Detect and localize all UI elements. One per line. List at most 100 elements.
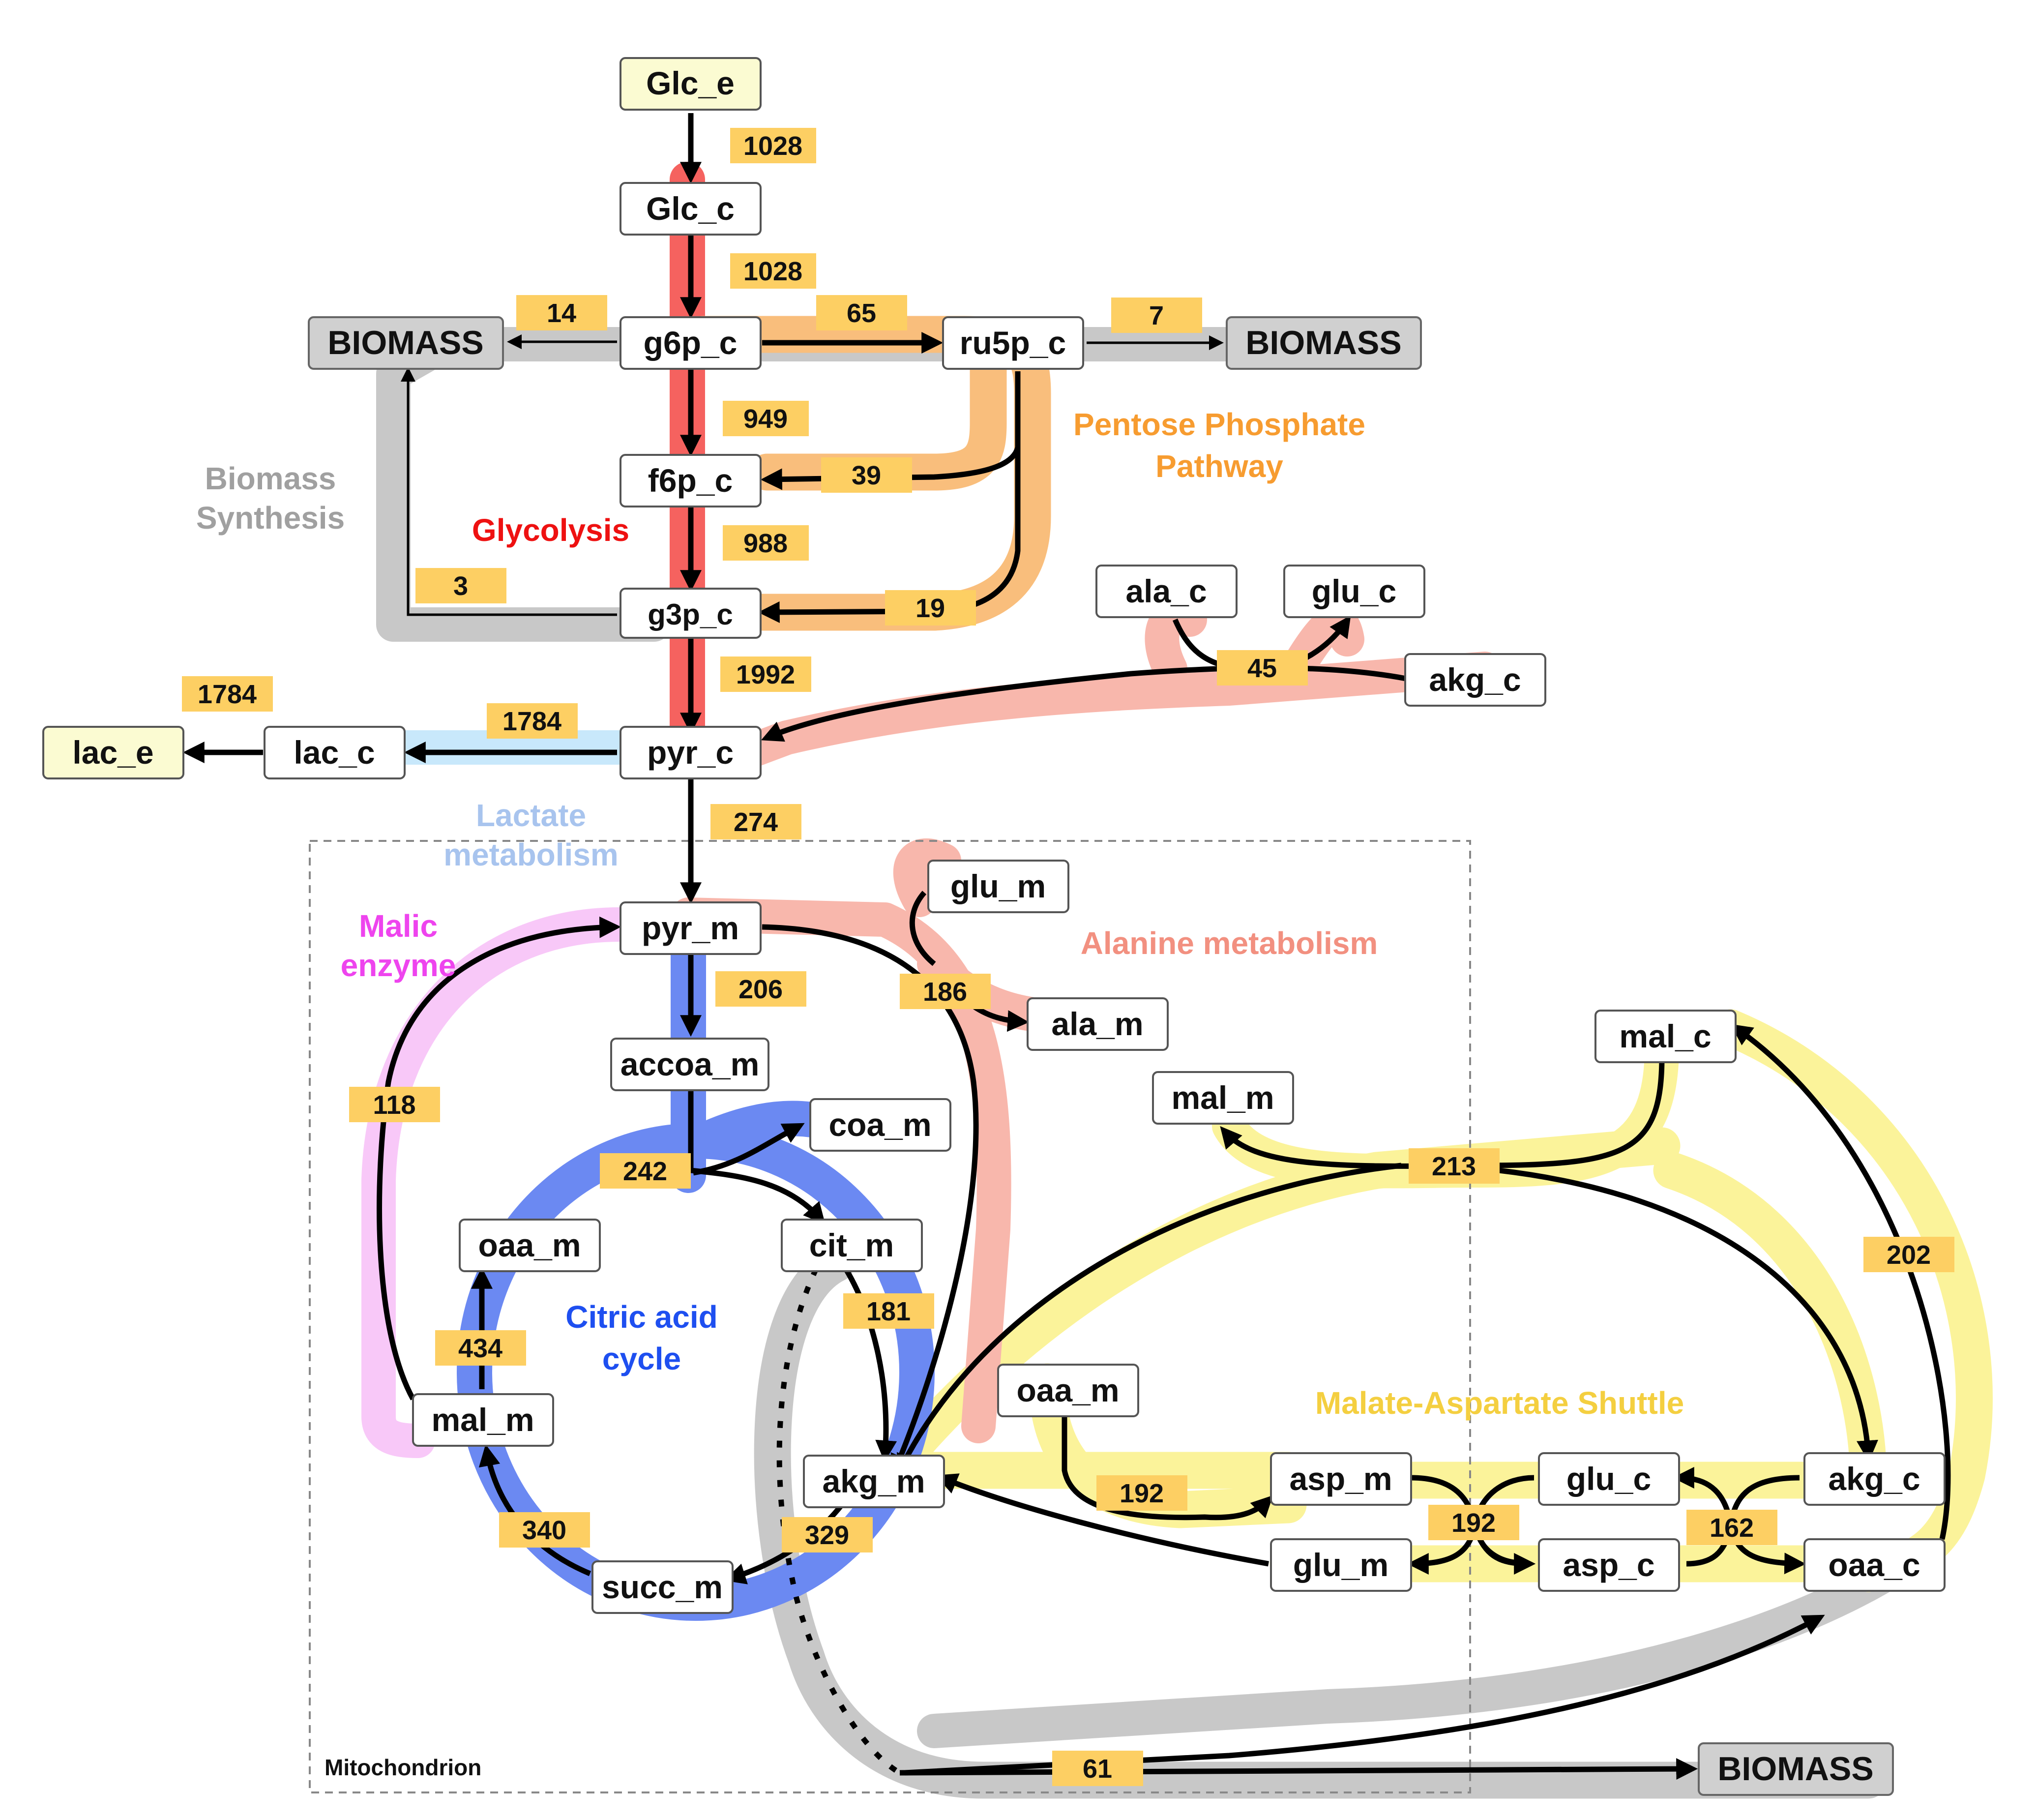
node-glu-m-bottom: glu_m [1270, 1538, 1412, 1592]
svg-text:lac_c: lac_c [294, 734, 375, 771]
svg-text:ru5p_c: ru5p_c [960, 325, 1066, 361]
label-malic-2: enzyme [341, 948, 456, 983]
arrow-g3p-biomass [401, 367, 617, 616]
flux-akgdh: 329 [782, 1517, 873, 1552]
node-pyr-m: pyr_m [620, 901, 762, 955]
flux-lac-export: 1784 [182, 676, 273, 712]
label-tca-2: cycle [602, 1341, 681, 1376]
node-ru5p-c: ru5p_c [942, 316, 1084, 370]
svg-text:186: 186 [923, 977, 967, 1007]
label-lactate-1: Lactate [476, 798, 586, 833]
svg-text:162: 162 [1710, 1513, 1754, 1543]
svg-text:65: 65 [847, 298, 876, 328]
svg-text:1992: 1992 [736, 660, 795, 689]
node-mal-c: mal_c [1594, 1010, 1737, 1063]
flux-aat-m: 192 [1096, 1475, 1187, 1511]
arrow-cit-dotted [776, 1267, 901, 1775]
flux-pdh: 206 [715, 971, 806, 1007]
svg-text:accoa_m: accoa_m [620, 1046, 760, 1082]
svg-text:oaa_m: oaa_m [1016, 1372, 1119, 1408]
node-oaa-m-left: oaa_m [459, 1219, 601, 1272]
svg-text:118: 118 [373, 1090, 415, 1120]
svg-text:akg_c: akg_c [1429, 661, 1521, 698]
svg-text:1028: 1028 [743, 257, 802, 286]
node-biomass-left: BIOMASS [308, 316, 504, 370]
svg-text:succ_m: succ_m [602, 1569, 723, 1605]
node-pyr-c: pyr_c [620, 726, 762, 779]
flux-labels: 1028 1028 14 65 7 949 39 988 3 19 1992 4… [182, 128, 1954, 1786]
svg-text:192: 192 [1451, 1508, 1496, 1538]
arrow-aat-c [1730, 1024, 1951, 1540]
label-glycolysis: Glycolysis [472, 512, 629, 548]
svg-text:14: 14 [547, 298, 576, 328]
svg-text:BIOMASS: BIOMASS [1245, 324, 1401, 361]
arrow-cs-coa [693, 1123, 805, 1176]
node-asp-m: asp_m [1270, 1452, 1412, 1506]
node-ala-m: ala_m [1027, 997, 1169, 1051]
svg-text:61: 61 [1083, 1754, 1112, 1784]
svg-text:oaa_c: oaa_c [1828, 1547, 1920, 1583]
flux-aat-c: 202 [1863, 1237, 1954, 1272]
node-glu-m-top: glu_m [927, 860, 1069, 913]
node-oaa-m-right: oaa_m [997, 1364, 1139, 1417]
svg-text:asp_m: asp_m [1289, 1461, 1392, 1497]
flux-lower-glycolysis: 1992 [720, 656, 811, 692]
flux-alt-m: 186 [900, 974, 991, 1009]
flux-ppp-biomass: 7 [1111, 298, 1202, 333]
svg-text:274: 274 [734, 807, 778, 837]
node-accoa-m: accoa_m [610, 1038, 769, 1091]
node-g6p-c: g6p_c [620, 316, 762, 370]
svg-text:19: 19 [915, 594, 945, 623]
node-asp-c: asp_c [1538, 1538, 1680, 1592]
node-akg-m: akg_m [803, 1455, 945, 1508]
arrow-oaa-c-biomass [904, 1614, 1825, 1776]
node-biomass-bottom: BIOMASS [1698, 1742, 1894, 1796]
svg-text:pyr_m: pyr_m [642, 910, 739, 946]
flux-mal-shuttle: 213 [1409, 1148, 1500, 1184]
mas-band-main [866, 1127, 1681, 1499]
node-akg-c-bottom: akg_c [1803, 1452, 1946, 1506]
arrow-malic-enzyme [377, 916, 621, 1401]
svg-text:mal_m: mal_m [431, 1402, 534, 1438]
arrow-idh [843, 1267, 897, 1462]
svg-text:akg_m: akg_m [822, 1463, 925, 1499]
node-biomass-right: BIOMASS [1226, 316, 1422, 370]
node-f6p-c: f6p_c [620, 454, 762, 507]
label-malic-1: Malic [359, 908, 438, 944]
svg-text:glu_c: glu_c [1566, 1461, 1651, 1497]
label-lactate-2: metabolism [443, 837, 619, 872]
arrow-alt-m-glu [909, 891, 936, 966]
flux-pyr-transport: 274 [710, 804, 801, 839]
svg-text:cit_m: cit_m [809, 1227, 894, 1263]
svg-text:213: 213 [1432, 1152, 1476, 1181]
svg-text:988: 988 [743, 529, 788, 558]
svg-text:g3p_c: g3p_c [648, 598, 733, 631]
node-glc-c: Glc_c [620, 182, 762, 236]
reaction-arrows [182, 113, 1951, 1780]
node-lac-e: lac_e [42, 726, 184, 779]
svg-text:f6p_c: f6p_c [648, 462, 733, 499]
svg-text:949: 949 [743, 404, 788, 434]
flux-ogc: 162 [1686, 1510, 1777, 1545]
flux-idh: 181 [843, 1293, 934, 1329]
svg-text:g6p_c: g6p_c [644, 325, 738, 361]
node-coa-m: coa_m [809, 1098, 951, 1152]
flux-ldh: 1784 [487, 703, 578, 739]
flux-cit-biomass: 61 [1052, 1751, 1143, 1786]
arrow-alt-m [762, 924, 979, 1477]
flux-pfk: 988 [723, 525, 809, 561]
svg-text:asp_c: asp_c [1563, 1547, 1654, 1583]
svg-text:ala_m: ala_m [1051, 1006, 1143, 1042]
node-oaa-c: oaa_c [1803, 1538, 1946, 1592]
node-glu-c-top: glu_c [1283, 565, 1425, 618]
mitochondrion-region [309, 840, 1471, 1793]
svg-text:mal_c: mal_c [1619, 1018, 1711, 1054]
flux-g6p-ppp: 65 [816, 295, 907, 330]
flux-glc-uptake: 1028 [730, 128, 816, 163]
flux-ppp-g3p: 19 [885, 590, 976, 626]
node-succ-m: succ_m [591, 1560, 734, 1614]
label-alanine: Alanine metabolism [1081, 925, 1378, 961]
flux-cs: 242 [600, 1153, 691, 1189]
svg-text:202: 202 [1887, 1240, 1931, 1270]
svg-text:Glc_e: Glc_e [646, 65, 735, 101]
